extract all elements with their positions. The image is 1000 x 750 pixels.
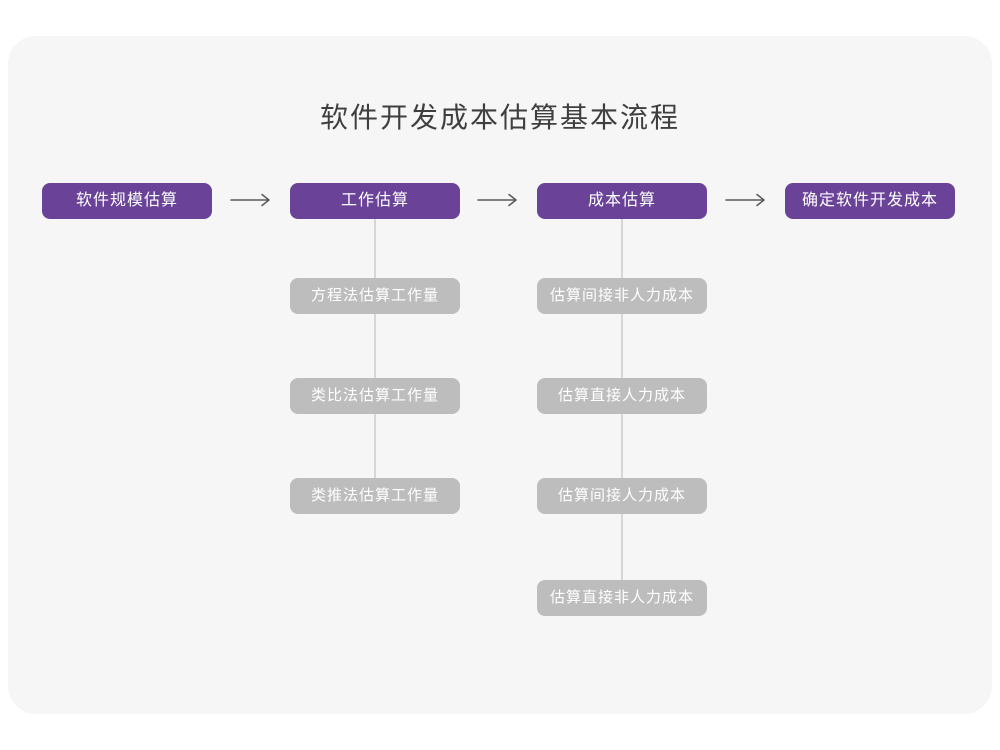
right-arrow-icon [229, 192, 273, 208]
diagram-card [8, 36, 992, 714]
diagram-title: 软件开发成本估算基本流程 [319, 102, 680, 133]
right-arrow-icon [724, 192, 768, 208]
main-step-work-estimation: 工作估算 [290, 183, 460, 219]
main-step-determine-development-cost: 确定软件开发成本 [785, 183, 955, 219]
sub-step-equation-method: 方程法估算工作量 [290, 278, 460, 314]
sub-step-analogy-method: 类比法估算工作量 [290, 378, 460, 414]
sub-step-indirect-labor-cost: 估算间接人力成本 [537, 478, 707, 514]
main-step-software-scale-estimation: 软件规模估算 [42, 183, 212, 219]
sub-step-indirect-non-labor-cost: 估算间接非人力成本 [537, 278, 707, 314]
connector-line-work-column [374, 219, 376, 496]
sub-step-direct-labor-cost: 估算直接人力成本 [537, 378, 707, 414]
sub-step-extrapolation-method: 类推法估算工作量 [290, 478, 460, 514]
sub-step-direct-non-labor-cost: 估算直接非人力成本 [537, 580, 707, 616]
main-step-cost-estimation: 成本估算 [537, 183, 707, 219]
right-arrow-icon [476, 192, 520, 208]
